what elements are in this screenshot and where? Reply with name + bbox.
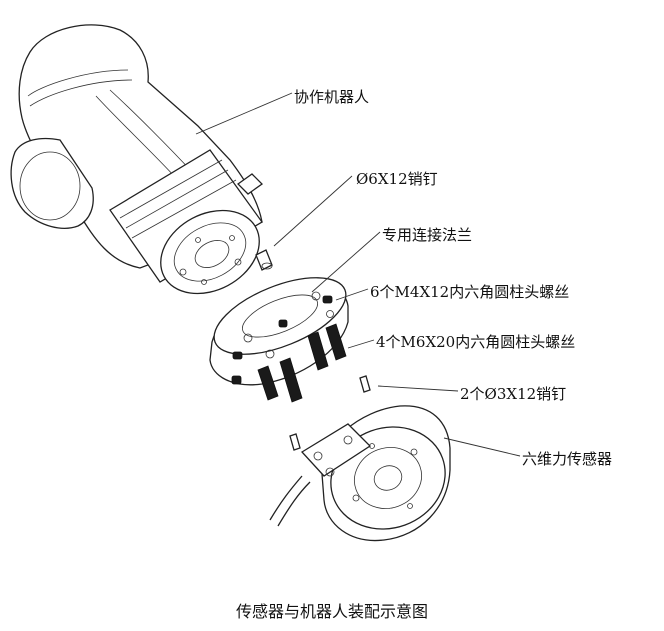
sensor-drawing bbox=[269, 405, 451, 542]
robot-arm-drawing bbox=[10, 24, 264, 295]
assembly-diagram bbox=[10, 24, 521, 542]
label-flange: 专用连接法兰 bbox=[382, 226, 473, 244]
label-screws-m4: 6个M4X12内六角圆柱头螺丝 bbox=[370, 283, 570, 301]
figure-caption: 传感器与机器人装配示意图 bbox=[235, 602, 428, 621]
pin-6x12-drawing bbox=[255, 249, 273, 271]
m4-screws-drawing bbox=[232, 295, 333, 360]
label-screws-m6: 4个M6X20内六角圆柱头螺丝 bbox=[376, 333, 576, 351]
label-robot: 协作机器人 bbox=[294, 88, 370, 106]
label-pin-6x12: Ø6X12销钉 bbox=[356, 170, 438, 188]
label-sensor: 六维力传感器 bbox=[522, 450, 613, 468]
m6-screws-drawing bbox=[231, 323, 347, 403]
pins-3x12-drawing bbox=[289, 375, 371, 451]
leader-lines bbox=[195, 92, 521, 457]
label-pins-3x12: 2个Ø3X12销钉 bbox=[460, 385, 567, 403]
flange-drawing bbox=[209, 277, 349, 386]
